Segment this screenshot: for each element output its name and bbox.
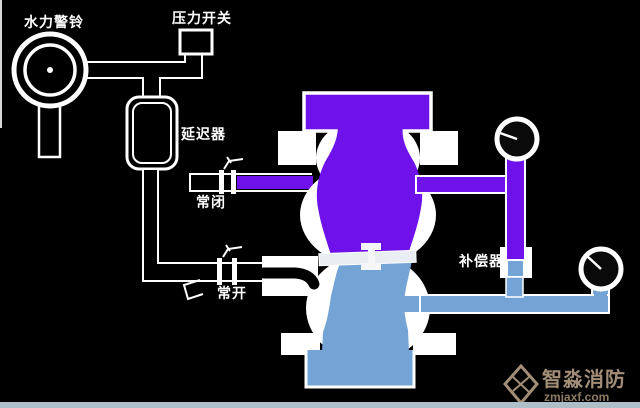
compensator-top-port: [507, 247, 524, 259]
test-pipe-water: [237, 176, 313, 189]
valve-bar: [232, 258, 237, 285]
test-line: [189, 156, 313, 194]
pipe-joint: [594, 294, 607, 299]
pressure-gauge-supply-icon: [578, 246, 624, 292]
left-edge-artifact: [0, 0, 2, 128]
retarder-icon: [125, 95, 179, 171]
clapper-bolt: [368, 250, 375, 264]
gauge-needle: [586, 255, 602, 270]
valve-bar: [217, 258, 222, 285]
label-alarm-bell: 水力警铃: [24, 14, 84, 30]
retarder-alarm-pipe: [142, 168, 264, 282]
normally-open-valve-icon: [217, 244, 243, 285]
watermark-url: zmjaxf.com: [544, 390, 609, 404]
compensator-down-pipe: [505, 276, 524, 298]
compensator-assembly: [415, 156, 532, 298]
right-flange-wing: [420, 131, 458, 165]
alarm-gauge-pipe: [415, 175, 510, 194]
watermark-name: 智淼消防: [542, 367, 626, 391]
alarm-signal-pipe: [86, 53, 203, 98]
label-retarder: 延迟器: [180, 126, 226, 142]
label-normally-open: 常开: [217, 285, 247, 301]
valve-handle: [223, 156, 244, 170]
retarder-inner: [132, 102, 172, 164]
left-flange-wing: [278, 131, 316, 165]
bottom-left-wing: [281, 333, 320, 355]
bottom-edge-strip: [0, 402, 640, 408]
valve-bar: [219, 170, 224, 194]
rim-port-channel: [258, 267, 320, 290]
outlet-junction: [404, 296, 422, 312]
pipe-joint: [507, 178, 522, 191]
pressure-gauge-system-icon: [494, 116, 540, 162]
bell-drain-pipe: [37, 102, 62, 159]
clapper-bolt: [361, 263, 381, 270]
clapper-icon: [318, 243, 417, 270]
valve-handle: [222, 244, 243, 258]
label-pressure-switch: 压力开关: [172, 10, 232, 26]
label-compensator: 补偿器: [458, 253, 504, 269]
valve-bar: [231, 170, 236, 194]
watermark-logo-fold: [512, 376, 530, 393]
top-flange: [302, 91, 433, 133]
alarm-chamber: [316, 125, 423, 255]
gauge1-riser: [505, 156, 526, 254]
gauge-needle: [499, 131, 518, 141]
water-motor-alarm-bell-icon: [11, 31, 89, 159]
bell-center-dot: [47, 67, 53, 73]
drain-funnel-icon: [182, 279, 204, 301]
pressure-switch-icon: [178, 28, 214, 56]
watermark: 智淼消防 zmjaxf.com: [503, 363, 626, 406]
label-normally-closed: 常闭: [196, 194, 226, 210]
bottom-right-wing: [413, 333, 456, 355]
bottom-inlet: [304, 350, 416, 389]
compensator-bottom-port: [508, 261, 523, 276]
clapper-bolt: [361, 243, 381, 250]
